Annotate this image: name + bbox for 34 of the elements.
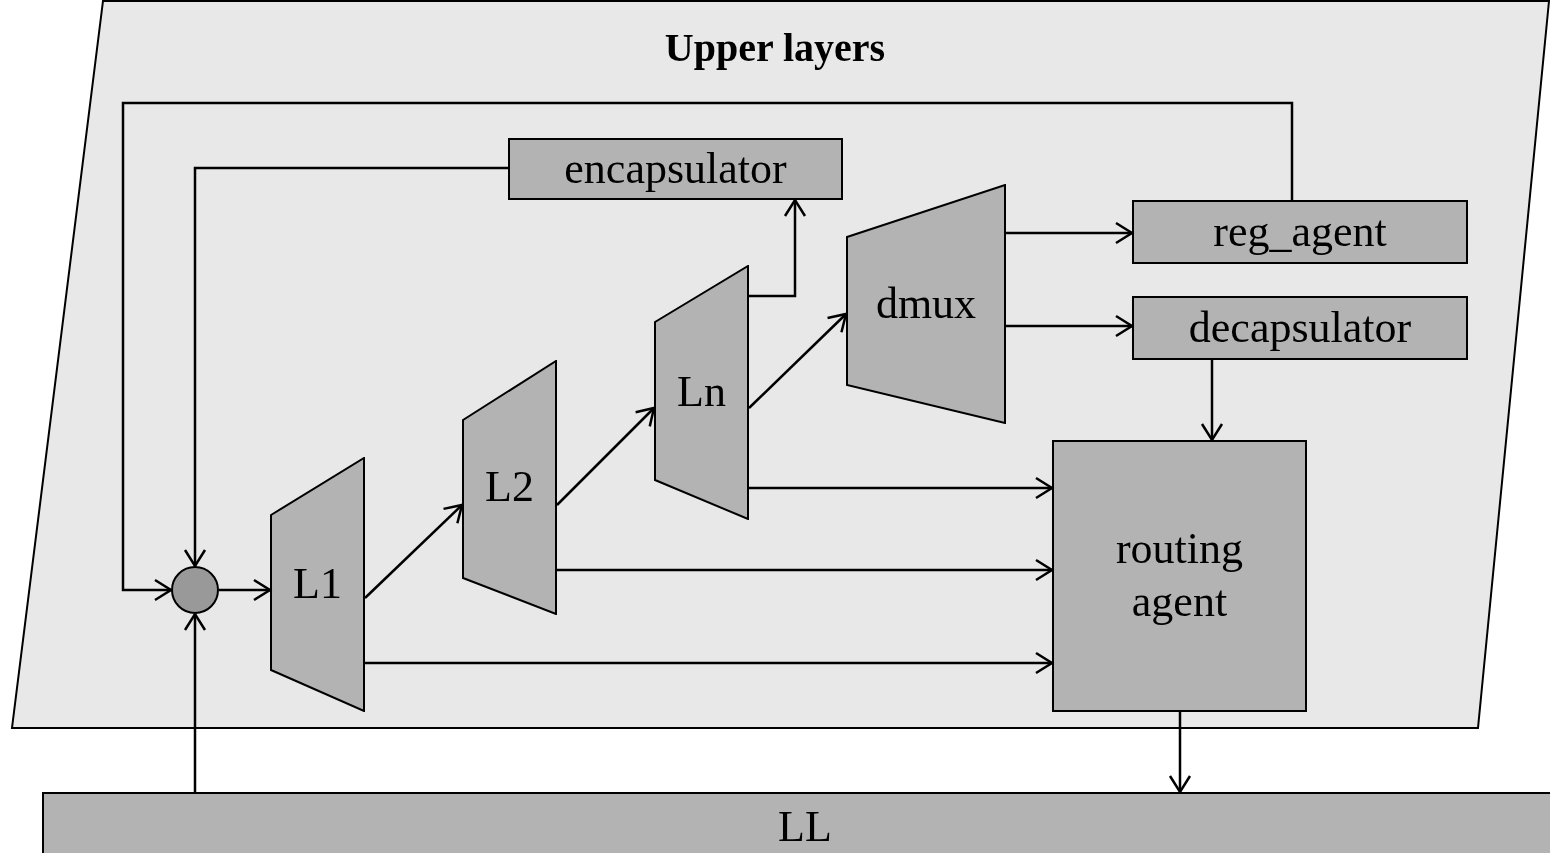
node-label: decapsulator [1188, 301, 1412, 354]
arrow [748, 312, 848, 409]
node-label: L1 [293, 558, 342, 611]
node-label: routing agent [1114, 523, 1245, 628]
node-label: Ln [677, 366, 726, 419]
arrow [183, 166, 508, 568]
layer-bar [42, 792, 1550, 853]
arrow [557, 558, 1054, 582]
layer-block [654, 265, 749, 520]
node-label: encapsulator [564, 142, 787, 195]
arrow [1006, 314, 1134, 338]
node-label: reg_agent [1213, 205, 1387, 258]
arrow [365, 651, 1054, 675]
process-box [1132, 296, 1468, 360]
arrow [556, 406, 656, 506]
arrow [1200, 360, 1224, 442]
node-label: LL [778, 800, 832, 853]
arrow [183, 612, 207, 792]
arrow [749, 476, 1054, 500]
demux-block [846, 184, 1006, 424]
layer-block [462, 360, 557, 615]
layer-block [270, 457, 365, 712]
arrow [121, 101, 1294, 602]
arrow [1006, 221, 1134, 245]
arrow [749, 198, 807, 298]
node-label: dmux [875, 277, 977, 330]
arrow [1168, 712, 1192, 794]
process-box [1132, 200, 1468, 264]
process-box [508, 138, 843, 200]
arrow [364, 503, 464, 599]
node-label: L2 [485, 461, 534, 514]
panel-title: Upper layers [664, 28, 886, 68]
process-box [1052, 440, 1307, 712]
arrow [219, 578, 272, 602]
